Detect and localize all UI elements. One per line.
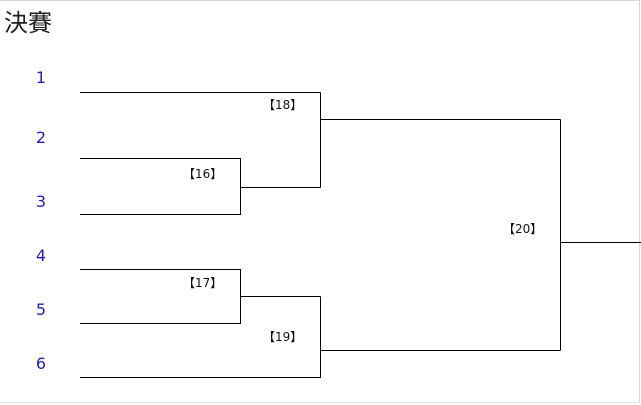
seed-2: 2: [35, 128, 47, 147]
match-20-label: 【20】: [503, 222, 543, 236]
page-title: 決賽: [4, 9, 52, 37]
match-16-label: 【16】: [183, 167, 223, 181]
seed-6: 6: [35, 354, 47, 373]
match-17-label: 【17】: [183, 276, 223, 290]
match-18-label: 【18】: [263, 98, 303, 112]
match-16-bracket: [80, 158, 241, 215]
seed-4: 4: [35, 246, 47, 265]
match-19-label: 【19】: [263, 330, 303, 344]
match-19-bracket: [80, 296, 321, 378]
seed-5: 5: [35, 300, 47, 319]
seed-3: 3: [35, 192, 47, 211]
seed-1: 1: [35, 68, 47, 87]
